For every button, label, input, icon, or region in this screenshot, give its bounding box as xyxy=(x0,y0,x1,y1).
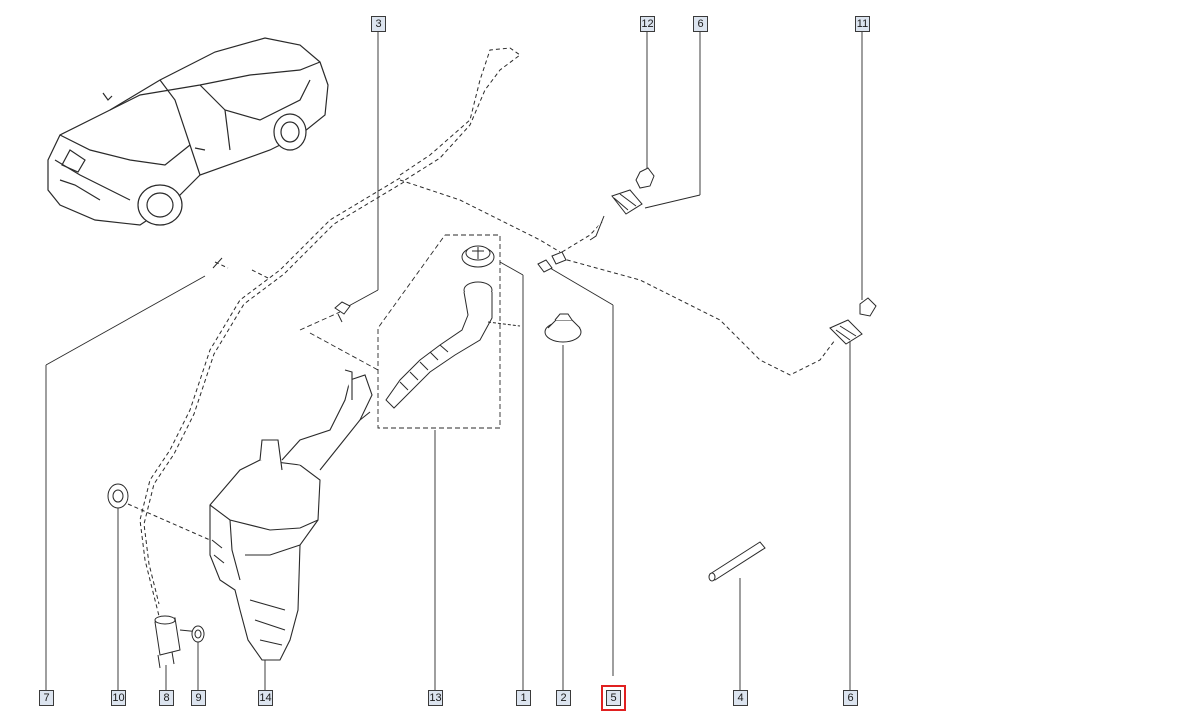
hose-piece xyxy=(709,542,765,581)
connector-5 xyxy=(538,252,566,272)
callout-8[interactable]: 8 xyxy=(159,690,174,706)
pump-seal xyxy=(192,626,204,642)
nozzle-top xyxy=(590,168,654,240)
callout-5-selected[interactable]: 5 xyxy=(601,685,626,711)
filler-neck-group-box xyxy=(300,235,500,428)
callout-12[interactable]: 12 xyxy=(640,16,655,32)
callout-3[interactable]: 3 xyxy=(371,16,386,32)
callout-6-bottom[interactable]: 6 xyxy=(843,690,858,706)
leader-lines xyxy=(46,30,862,690)
washer-reservoir xyxy=(210,370,372,660)
callout-6-top[interactable]: 6 xyxy=(693,16,708,32)
callout-11[interactable]: 11 xyxy=(855,16,870,32)
reservoir-cap xyxy=(545,314,581,342)
car-illustration xyxy=(48,38,328,225)
callout-7[interactable]: 7 xyxy=(39,690,54,706)
callout-13[interactable]: 13 xyxy=(428,690,443,706)
hose-connector-small xyxy=(213,258,222,268)
filler-cap xyxy=(462,246,494,267)
callout-2[interactable]: 2 xyxy=(556,690,571,706)
washer-pump xyxy=(155,616,200,668)
filler-neck xyxy=(386,282,520,408)
callout-14[interactable]: 14 xyxy=(258,690,273,706)
nozzle-right xyxy=(830,298,876,344)
callout-9[interactable]: 9 xyxy=(191,690,206,706)
callout-1[interactable]: 1 xyxy=(516,690,531,706)
callout-4[interactable]: 4 xyxy=(733,690,748,706)
clip-3 xyxy=(335,302,350,322)
callout-10[interactable]: 10 xyxy=(111,690,126,706)
grommet xyxy=(108,484,210,540)
